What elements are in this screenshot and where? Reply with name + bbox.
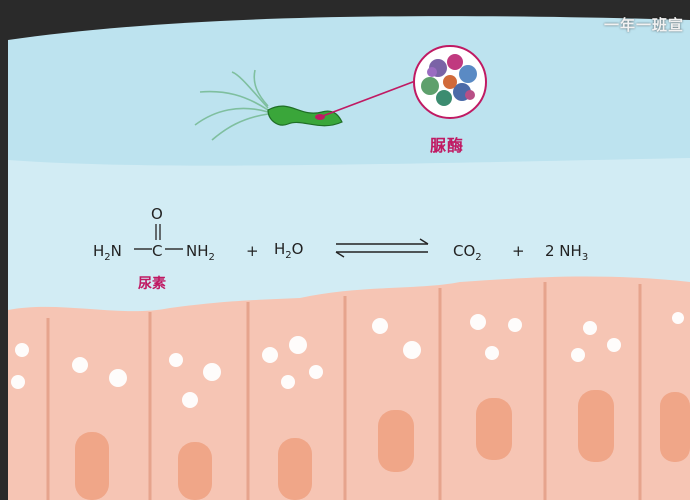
vesicle [372,318,388,334]
co2-sub: 2 [475,252,482,263]
vesicle [583,321,597,335]
urease-molecule-icon [413,45,487,119]
equilibrium-arrow-icon [335,238,429,258]
vesicle [11,375,25,389]
nucleus [378,410,414,472]
nucleus [178,442,212,500]
urea-carbon: C [152,242,163,260]
nh3-sub: 3 [581,252,589,263]
callout-line [319,79,419,118]
ammonia-formula: 2 NH3 [545,242,588,263]
co2-formula: CO2 [453,242,482,263]
vesicle [571,348,585,362]
vesicle [607,338,621,352]
vesicle [470,314,486,330]
vesicle [15,343,29,357]
urea-label: 尿素 [138,276,166,292]
nucleus [75,432,109,500]
nucleus [578,390,614,462]
nh3-text: 2 NH [545,242,582,260]
vesicle [309,365,323,379]
vesicle [72,357,88,373]
bacterium [194,69,343,141]
vesicle [182,392,198,408]
vesicle [169,353,183,367]
enzyme-label: 脲酶 [430,136,465,155]
water-sub: 2 [285,250,292,261]
vesicle [262,347,278,363]
urea-oxygen: O [151,205,163,223]
nucleus [476,398,512,460]
nucleus [278,438,312,500]
plus-sign: + [246,242,259,260]
water-o: O [291,240,304,258]
vesicle [403,341,421,359]
vesicle [485,346,499,360]
amine-right-nh: NH [186,242,209,260]
plus-sign: + [512,242,525,260]
amine-left-n: N [110,242,122,260]
channel-watermark: 一年一班宣 [603,16,684,34]
nucleus [660,392,690,462]
vesicle [109,369,127,387]
urea-amine-right: NH2 [186,242,215,263]
vesicle [508,318,522,332]
amine-right-sub: 2 [208,252,215,263]
amine-left-h: H [93,242,105,260]
epithelium [8,276,690,500]
urea-bonds [134,224,183,250]
co2-text: CO [453,242,476,260]
vesicle [289,336,307,354]
water-formula: H2O [274,240,303,261]
vesicle [672,312,684,324]
urea-amine-left: H2N [93,242,122,263]
amine-left-sub: 2 [104,252,111,263]
vesicle [203,363,221,381]
water-h: H [274,240,286,258]
vesicle [281,375,295,389]
